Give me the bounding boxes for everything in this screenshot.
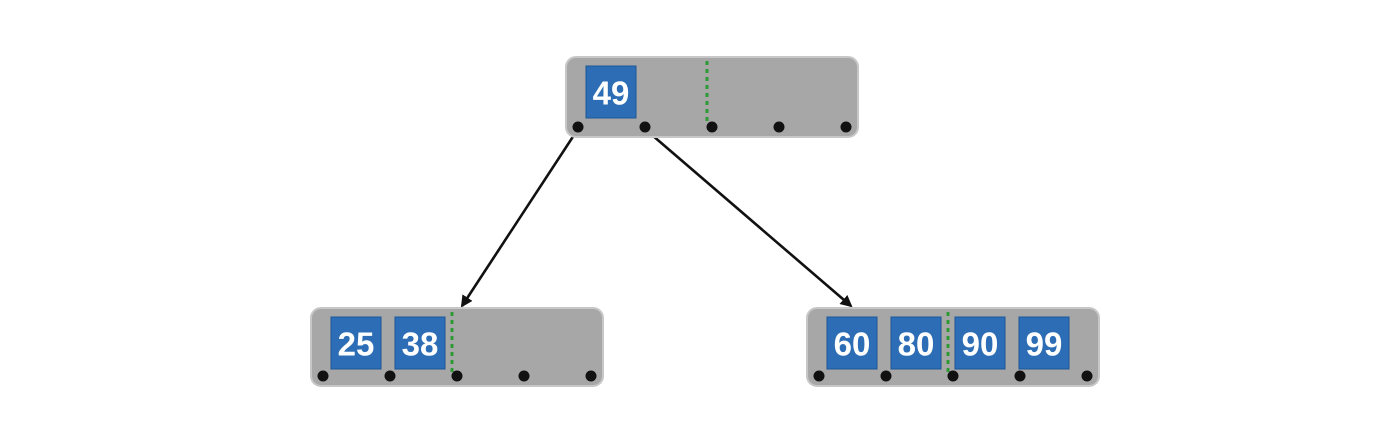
right-leaf-pointer-dot-2: [947, 370, 959, 382]
edges-layer: [460, 128, 853, 308]
right-leaf-pointer-dot-3: [1014, 370, 1026, 382]
left-leaf-key-1: 38: [402, 326, 439, 363]
right-leaf-pointer-dot-0: [813, 370, 825, 382]
edge-root-to-left-leaf: [460, 128, 580, 308]
right-leaf-key-box-0: [826, 316, 878, 370]
right-leaf-key-box-2: [954, 316, 1006, 370]
root-pointer-dot-2: [706, 121, 718, 133]
root-node-box: [565, 56, 859, 138]
root-node: 49: [565, 56, 859, 138]
edge-root-to-right-leaf: [644, 128, 853, 308]
left-leaf-pointer-dot-3: [518, 370, 530, 382]
root-pointer-dot-1: [639, 121, 651, 133]
right-leaf-node: 60 80 90 99: [806, 307, 1100, 387]
right-leaf-key-3: 99: [1026, 326, 1063, 363]
left-leaf-pointer-dot-4: [585, 370, 597, 382]
right-leaf-pointer-dot-1: [880, 370, 892, 382]
root-pointer-dot-4: [840, 121, 852, 133]
nodes-layer: 49 25 38 60 80 90 99: [310, 56, 1100, 387]
right-leaf-key-box-1: [890, 316, 942, 370]
root-key-box-0: [585, 65, 637, 119]
right-leaf-pointer-dot-4: [1081, 370, 1093, 382]
root-pointer-dot-3: [773, 121, 785, 133]
left-leaf-pointer-dot-2: [451, 370, 463, 382]
right-leaf-key-0: 60: [834, 326, 871, 363]
left-leaf-pointer-dot-1: [384, 370, 396, 382]
right-leaf-key-box-3: [1018, 316, 1070, 370]
left-leaf-node: 25 38: [310, 307, 604, 387]
left-leaf-pointer-dot-0: [317, 370, 329, 382]
root-pointer-dot-0: [572, 121, 584, 133]
right-leaf-key-1: 80: [898, 326, 935, 363]
left-leaf-key-0: 25: [338, 326, 375, 363]
right-leaf-key-2: 90: [962, 326, 999, 363]
root-key-0: 49: [593, 75, 630, 112]
left-leaf-key-box-0: [330, 316, 382, 370]
left-leaf-key-box-1: [394, 316, 446, 370]
left-leaf-node-box: [310, 307, 604, 387]
